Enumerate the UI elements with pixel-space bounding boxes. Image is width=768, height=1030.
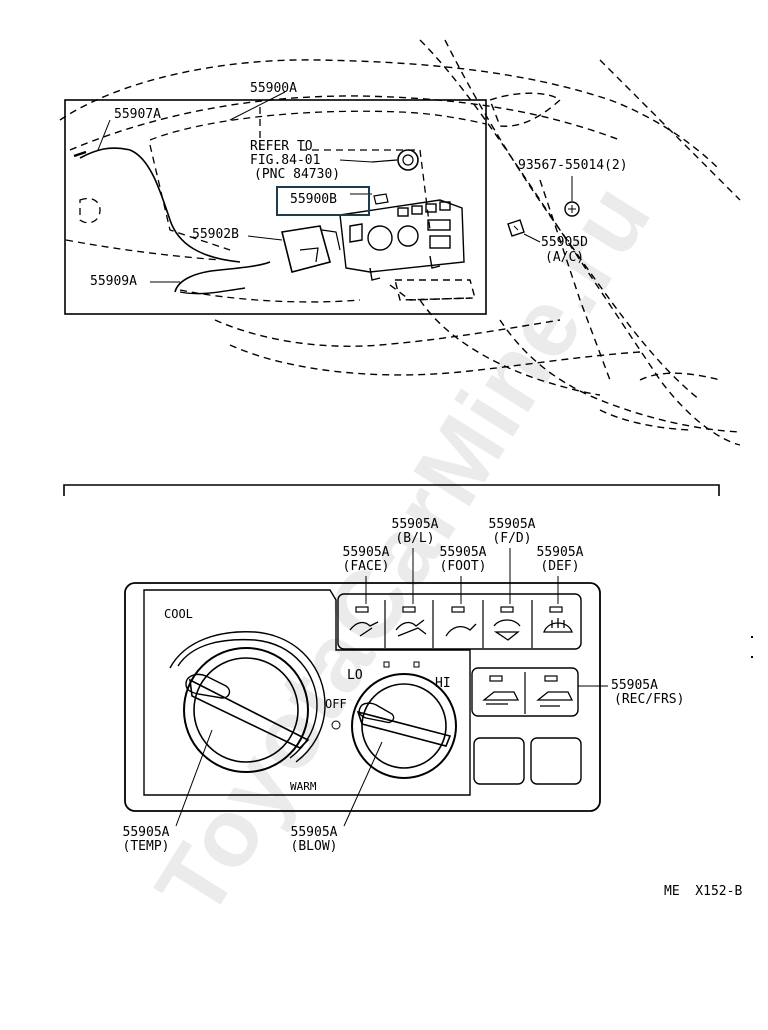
inset-frame xyxy=(64,99,487,315)
label-rec-sub: (REC/FRS) xyxy=(614,692,685,707)
label-foot-part[interactable]: 55905A xyxy=(439,545,487,560)
refer-line-2[interactable]: FIG.84-01 xyxy=(250,153,321,168)
floor-defrost-mode-icon xyxy=(493,619,521,641)
blower-knob xyxy=(351,673,457,779)
temp-knob xyxy=(183,647,309,773)
label-def-part[interactable]: 55905A xyxy=(536,545,584,560)
control-assembly-top xyxy=(339,199,465,281)
dashboard-outline xyxy=(59,39,741,446)
label-bl-sub: (B/L) xyxy=(395,531,435,546)
section-bracket xyxy=(63,484,720,496)
face-mode-icon xyxy=(349,621,379,637)
refer-line-3: (PNC 84730) xyxy=(254,167,341,182)
label-55905D-sub: (A/C) xyxy=(545,250,585,265)
label-blow-part[interactable]: 55905A xyxy=(290,825,338,840)
cable-55907A xyxy=(79,147,241,263)
temp-scale-arc xyxy=(169,631,326,763)
refer-line-1: REFER TO xyxy=(250,139,313,154)
label-lo: LO xyxy=(347,668,363,683)
foot-mode-icon xyxy=(445,623,477,637)
label-off: OFF xyxy=(325,697,347,711)
label-fd-part[interactable]: 55905A xyxy=(488,517,536,532)
label-face-part[interactable]: 55905A xyxy=(342,545,390,560)
label-blow-sub: (BLOW) xyxy=(290,839,338,854)
cable-55909A xyxy=(174,261,271,293)
label-55900A[interactable]: 55900A xyxy=(250,81,297,96)
label-temp-part[interactable]: 55905A xyxy=(122,825,170,840)
label-face-sub: (FACE) xyxy=(342,559,390,574)
screw-93567 xyxy=(564,201,580,217)
label-55902B[interactable]: 55902B xyxy=(192,227,239,242)
recirculation-icon xyxy=(482,691,520,705)
highlight-box xyxy=(276,186,370,216)
label-fd-sub: (F/D) xyxy=(492,531,532,546)
label-55909A[interactable]: 55909A xyxy=(90,274,137,289)
footer-code: ME X152-B xyxy=(664,884,743,899)
label-rec-part[interactable]: 55905A xyxy=(611,678,658,693)
fresh-air-icon xyxy=(536,691,574,707)
label-55900B[interactable]: 55900B xyxy=(290,192,337,207)
bilevel-mode-icon xyxy=(395,619,427,637)
label-temp-sub: (TEMP) xyxy=(122,839,170,854)
label-55907A[interactable]: 55907A xyxy=(114,107,161,122)
label-bl-part[interactable]: 55905A xyxy=(391,517,439,532)
control-panel xyxy=(124,582,601,812)
refer-knob xyxy=(397,149,419,171)
label-def-sub: (DEF) xyxy=(540,559,580,574)
blank-button-right xyxy=(530,737,582,785)
label-93567-55014[interactable]: 93567-55014(2) xyxy=(518,158,628,173)
label-warm: WARM xyxy=(290,780,317,793)
blank-button-left xyxy=(473,737,525,785)
defrost-mode-icon xyxy=(543,618,573,633)
label-foot-sub: (FOOT) xyxy=(439,559,487,574)
bracket-55902B xyxy=(281,225,331,273)
label-hi: HI xyxy=(435,676,451,691)
label-55905D[interactable]: 55905D xyxy=(541,235,588,250)
label-cool: COOL xyxy=(164,607,193,621)
